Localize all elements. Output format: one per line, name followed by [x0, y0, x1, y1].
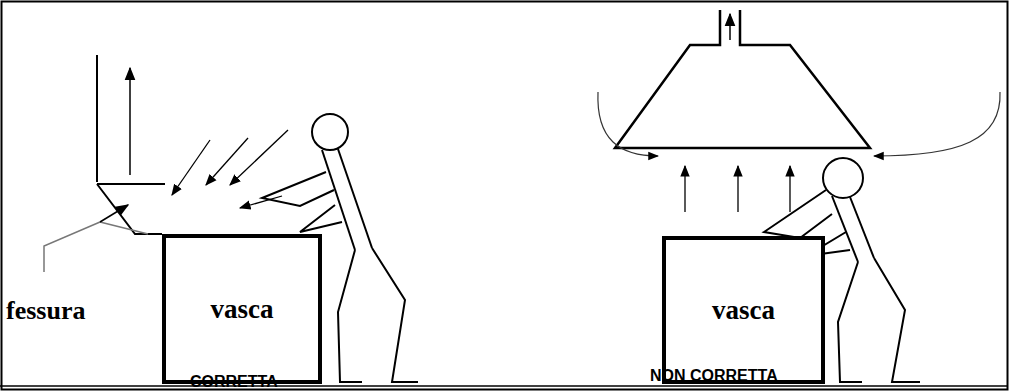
suction-arrows	[172, 130, 288, 208]
rising-arrows	[685, 166, 790, 212]
slot-leader	[44, 205, 148, 272]
canopy-hood	[615, 10, 870, 148]
exhaust-arrow	[729, 14, 731, 40]
room-air-flow	[598, 92, 1000, 156]
part-label: fessura	[6, 298, 85, 324]
caption-label: CORRETTA	[190, 374, 278, 390]
tank-box: vasca	[662, 236, 825, 384]
tank-label: vasca	[211, 294, 274, 325]
caption-label: NON CORRETTA	[650, 368, 778, 384]
tank-label: vasca	[712, 295, 775, 326]
floor-line	[505, 385, 1008, 387]
slot-hood	[97, 55, 165, 234]
exhaust-arrow	[129, 68, 131, 175]
tank-box: vasca	[162, 234, 322, 384]
